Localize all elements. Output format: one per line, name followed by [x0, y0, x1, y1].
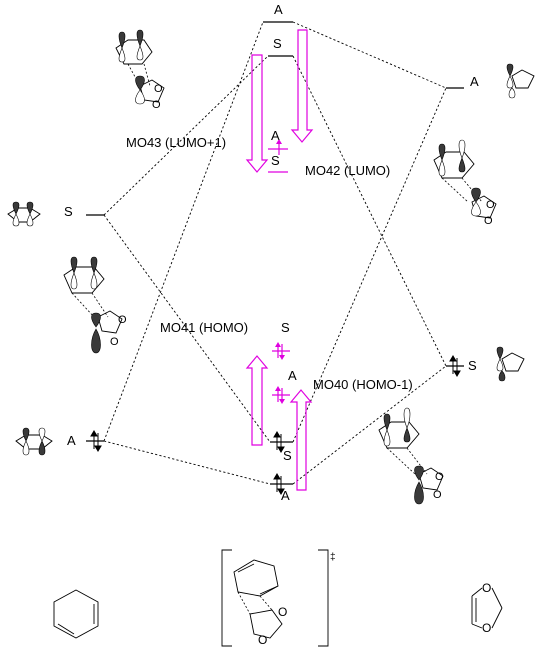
orbital-right-S: [496, 346, 525, 382]
corr-line-7: [292, 87, 447, 443]
mo42-arrow: [290, 29, 314, 143]
oxygen-label: O: [484, 215, 493, 227]
label-top-A: A: [274, 2, 283, 17]
orbital-left-A: [15, 427, 53, 456]
orbital-ts-mo40: O O: [378, 407, 444, 505]
corr-line-3: [103, 21, 264, 442]
structure-transition-state: O O ‡: [221, 549, 336, 647]
double-dagger: ‡: [330, 552, 336, 563]
label-mo40: MO40 (HOMO-1): [313, 377, 413, 392]
oxygen-label: O: [433, 489, 442, 501]
orbital-ts-mo42: O O: [433, 139, 497, 227]
corr-line-2: [103, 214, 271, 443]
corr-line-1: [103, 55, 269, 216]
orbital-ts-mo41: O O: [63, 256, 127, 354]
label-center-low-A: A: [281, 488, 290, 503]
oxygen-label: O: [258, 633, 267, 647]
label-legend-S: S: [271, 153, 280, 168]
electron-pair-center-A: [273, 473, 285, 495]
oxygen-label: O: [486, 199, 495, 211]
orbital-ts-mo43: O O: [115, 29, 165, 111]
oxygen-label: O: [482, 621, 491, 635]
electron-pair-left-A: [90, 430, 102, 452]
legend-electron-A: [272, 386, 290, 404]
label-left-A: A: [67, 433, 76, 448]
label-mo41: MO41 (HOMO): [160, 320, 248, 335]
label-left-S: S: [64, 204, 73, 219]
label-legend-A: A: [271, 128, 280, 143]
corr-line-5: [292, 21, 447, 89]
structure-dioxole: O O: [471, 581, 503, 635]
oxygen-label: O: [118, 314, 127, 326]
mo43-arrow: [245, 54, 269, 173]
label-mo42: MO42 (LUMO): [305, 163, 390, 178]
label-center-low-S: S: [283, 448, 292, 463]
label-top-S: S: [273, 36, 282, 51]
legend-small-A-arrow: [276, 139, 282, 155]
electron-pair-right-S: [449, 355, 461, 377]
orbital-right-A: [506, 63, 535, 99]
orbital-left-S: [7, 201, 41, 227]
oxygen-label: O: [110, 336, 119, 348]
electron-pair-center-S: [273, 431, 285, 453]
label-mo41-sym: S: [281, 320, 290, 335]
label-right-S: S: [468, 358, 477, 373]
mo40-arrow: [289, 389, 313, 491]
oxygen-label: O: [154, 83, 163, 95]
corr-line-6: [292, 55, 447, 367]
oxygen-label: O: [435, 471, 444, 483]
mo41-arrow: [245, 355, 269, 446]
label-right-A: A: [470, 74, 479, 89]
label-mo40-sym: A: [288, 368, 297, 383]
label-mo43: MO43 (LUMO+1): [126, 135, 226, 150]
legend-electron-S: [272, 342, 290, 360]
oxygen-label: O: [278, 605, 287, 619]
oxygen-label: O: [482, 581, 491, 595]
oxygen-label: O: [152, 99, 161, 111]
structure-cyclohexadiene: [53, 589, 99, 639]
corr-line-8: [292, 365, 447, 485]
corr-line-4: [103, 440, 271, 485]
